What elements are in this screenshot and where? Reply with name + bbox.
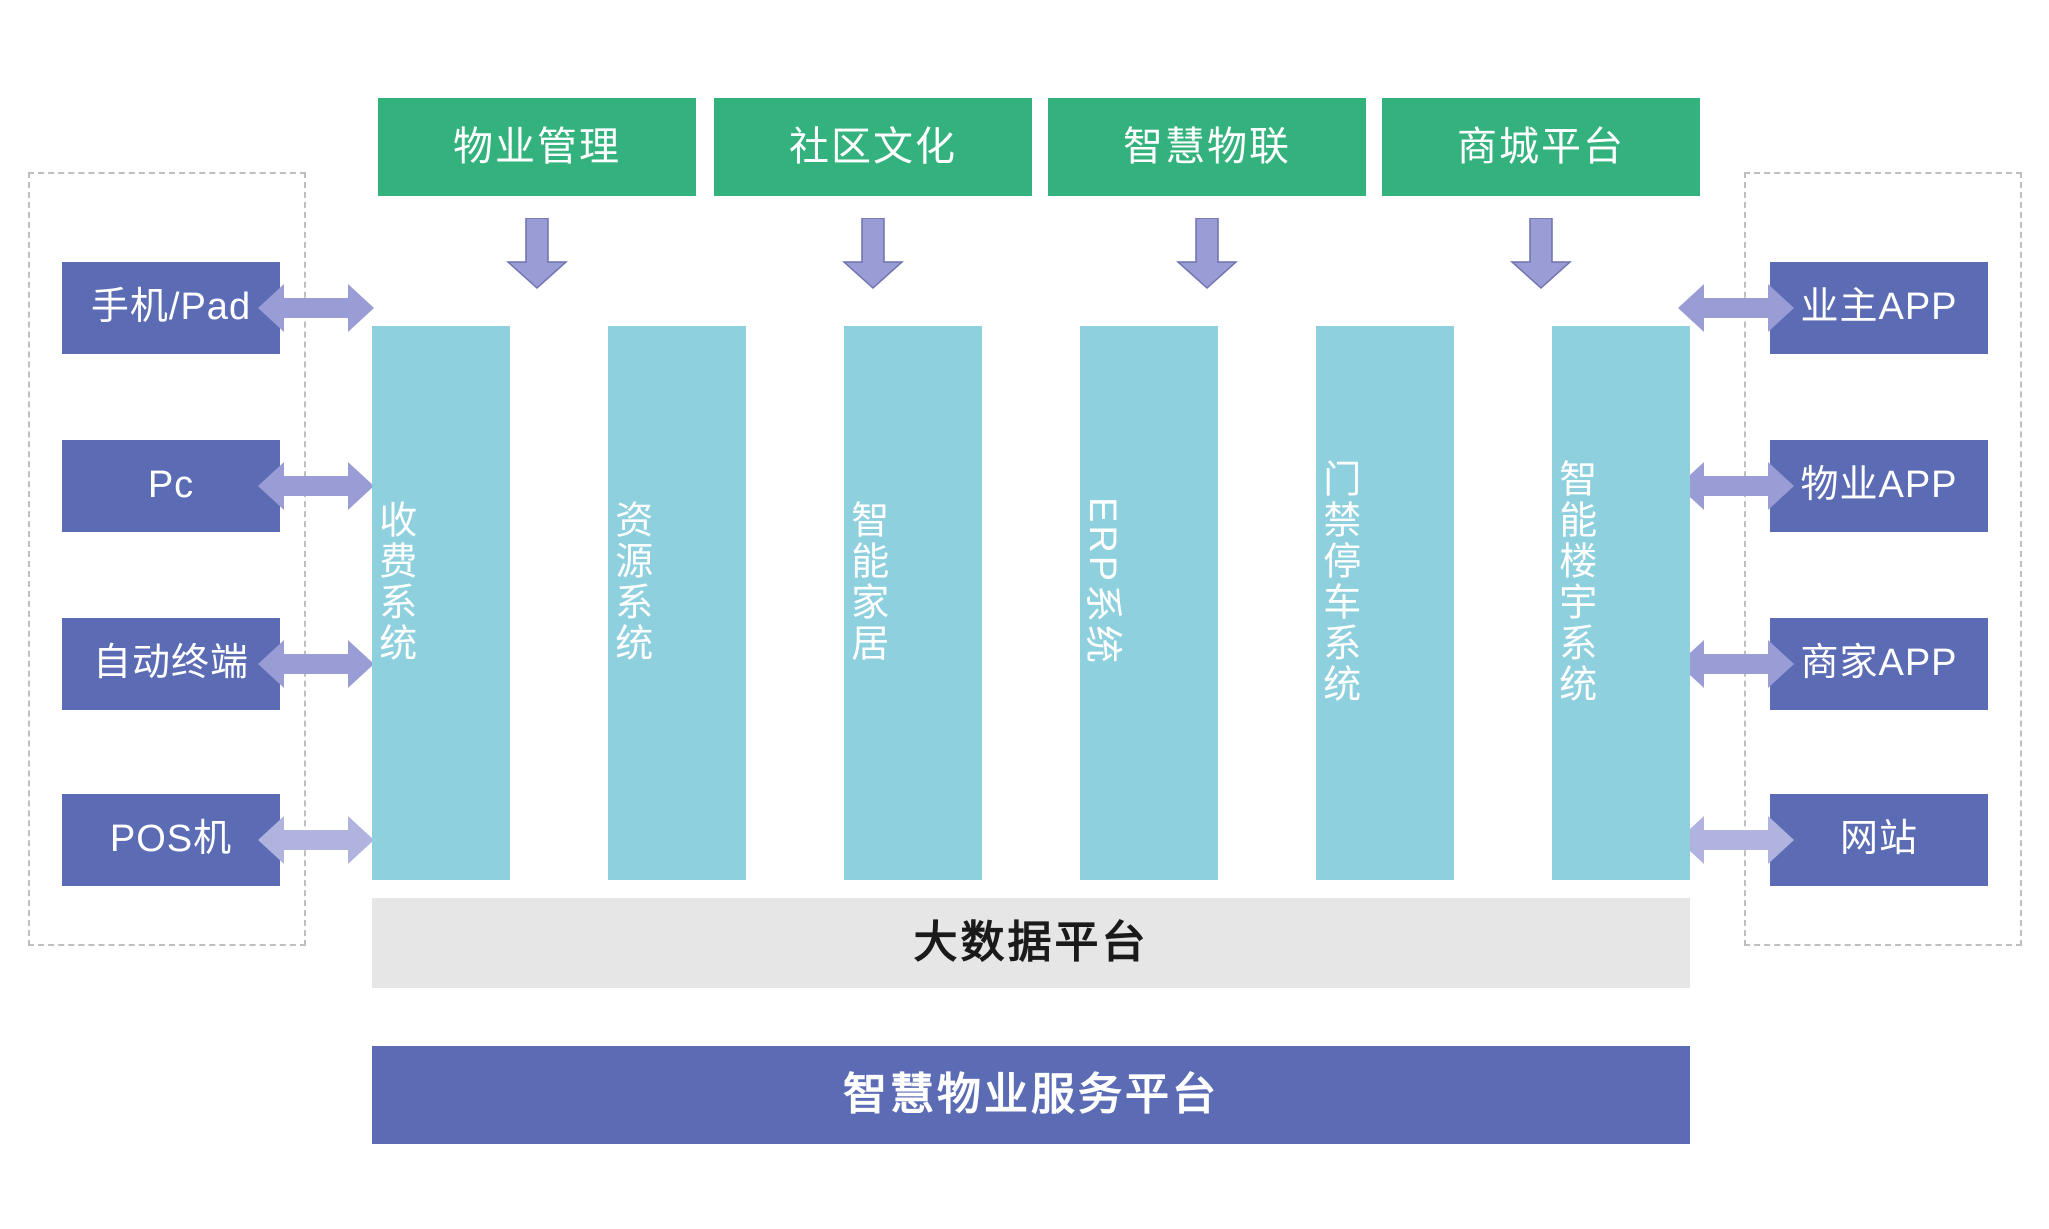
left-rail-item-0[interactable]: 手机/Pad xyxy=(62,262,280,354)
arrow-down-icon-2 xyxy=(1176,218,1238,290)
arrow-down-icon-3 xyxy=(1510,218,1572,290)
right-rail-item-1[interactable]: 物业APP xyxy=(1770,440,1988,532)
system-column-4[interactable]: 门禁停车系统 xyxy=(1316,326,1454,880)
right-rail-item-2[interactable]: 商家APP xyxy=(1770,618,1988,710)
top-channel-box-1[interactable]: 社区文化 xyxy=(714,98,1032,196)
left-rail-item-1[interactable]: Pc xyxy=(62,440,280,532)
arrow-down-icon-0 xyxy=(506,218,568,290)
top-channel-box-3[interactable]: 商城平台 xyxy=(1382,98,1700,196)
left-rail-group-frame xyxy=(28,172,306,946)
top-channel-box-2[interactable]: 智慧物联 xyxy=(1048,98,1366,196)
system-column-5[interactable]: 智能楼宇系统 xyxy=(1552,326,1690,880)
left-rail-item-3[interactable]: POS机 xyxy=(62,794,280,886)
system-column-0[interactable]: 收费系统 xyxy=(372,326,510,880)
right-rail-group-frame xyxy=(1744,172,2022,946)
right-rail-item-0[interactable]: 业主APP xyxy=(1770,262,1988,354)
left-rail-item-2[interactable]: 自动终端 xyxy=(62,618,280,710)
top-channel-box-0[interactable]: 物业管理 xyxy=(378,98,696,196)
service-platform-bar[interactable]: 智慧物业服务平台 xyxy=(372,1046,1690,1144)
right-rail-item-3[interactable]: 网站 xyxy=(1770,794,1988,886)
arrow-down-icon-1 xyxy=(842,218,904,290)
system-column-2[interactable]: 智能家居 xyxy=(844,326,982,880)
system-column-3[interactable]: ERP系统 xyxy=(1080,326,1218,880)
system-column-1[interactable]: 资源系统 xyxy=(608,326,746,880)
data-platform-bar[interactable]: 大数据平台 xyxy=(372,898,1690,988)
